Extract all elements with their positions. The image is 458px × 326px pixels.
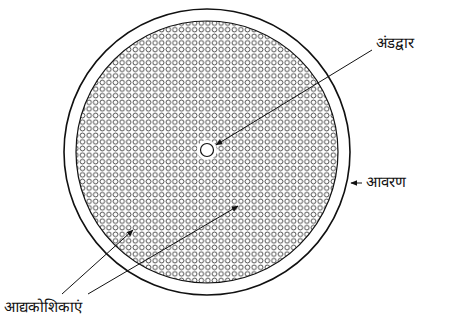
leader-line — [88, 206, 238, 294]
leader-line — [216, 50, 372, 145]
part-label: आद्यकोशिकाएं — [4, 298, 82, 316]
leader-line — [351, 183, 362, 184]
outer-coat — [64, 9, 350, 295]
micropyle — [201, 144, 214, 157]
micropyle-ground — [197, 140, 217, 160]
inner-boundary — [76, 21, 338, 283]
part-label: अंडद्वार — [376, 34, 414, 52]
leader-line — [62, 230, 133, 294]
cell-mass — [70, 15, 344, 289]
part-label: आवरण — [366, 173, 406, 191]
